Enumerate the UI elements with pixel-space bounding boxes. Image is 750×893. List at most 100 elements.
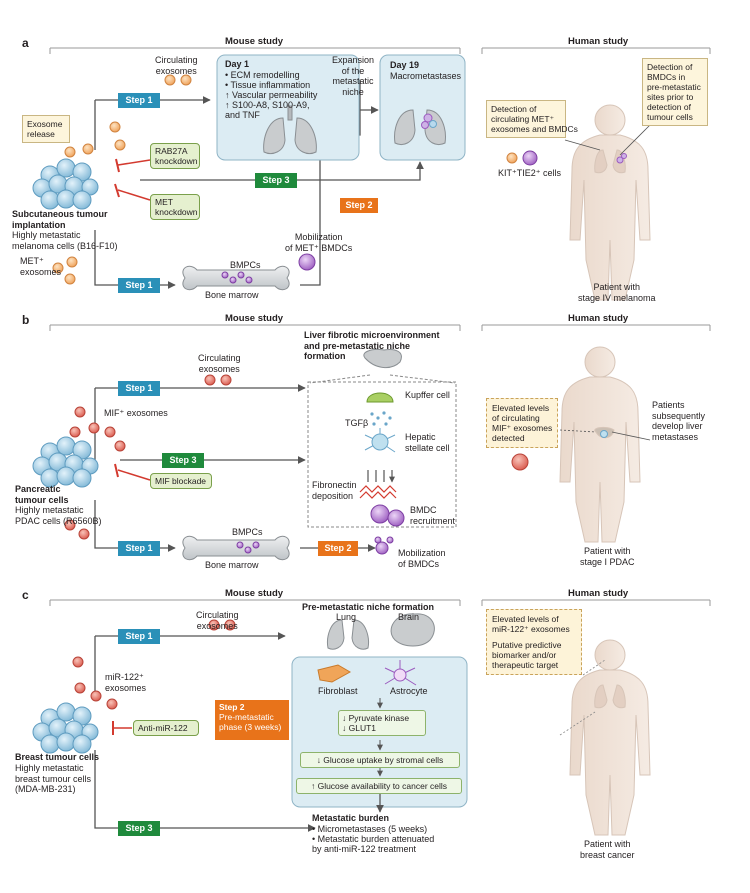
fibronectin-label: Fibronectin deposition [312, 480, 357, 501]
panel-c-step1: Step 1 [118, 629, 160, 644]
bmdc-recruitment-label: BMDC recruitment [410, 505, 456, 526]
human-mif-exosome-icon [511, 453, 529, 471]
bone-marrow-b: Bone marrow [205, 560, 259, 570]
tumour-cluster-icon [32, 158, 99, 210]
circulating-exosomes-c: Circulating exosomes [196, 610, 239, 631]
human-figure-c-icon [569, 639, 651, 836]
tumour-title-a: Subcutaneous tumour implantation [12, 209, 108, 230]
panel-a-graphics [32, 54, 661, 301]
brain-icon [390, 613, 435, 647]
tumour-title-b: Pancreatic tumour cells [15, 484, 69, 505]
panel-b-step2: Step 2 [318, 541, 358, 556]
exosome-icons [52, 74, 192, 285]
panel-a-step3: Step 3 [255, 173, 297, 188]
human-biomarker: Putative predictive biomarker and/or the… [492, 640, 562, 670]
bmdc-recruit-icon [370, 504, 405, 527]
circulating-exosomes-a: Circulating exosomes [155, 55, 198, 76]
day1-item-3: ↑ Vascular permeability [225, 90, 318, 100]
panel-a-step1-bottom: Step 1 [118, 278, 160, 293]
human-exosome-icon [506, 152, 518, 164]
kit-tie2-cells-label: KIT⁺TIE2⁺ cells [498, 168, 562, 178]
fibronectin-icon [359, 485, 397, 499]
breast-tumour-icon [32, 702, 99, 754]
bone-b-icon [182, 535, 290, 561]
panel-b-label: b [22, 313, 30, 327]
panel-c-step2-title: Step 2 [219, 702, 245, 712]
human-figure-b-icon [559, 346, 641, 543]
panel-a-step1-top: Step 1 [118, 93, 160, 108]
glucose-availability-box: ↑ Glucose availability to cancer cells [296, 778, 462, 794]
tumour-desc-c: Highly metastatic breast tumour cells (M… [15, 763, 92, 794]
stellate-cell-icon [364, 428, 396, 453]
glucose-uptake-box: ↓ Glucose uptake by stromal cells [300, 752, 460, 768]
bmdc-icon [298, 253, 316, 271]
burden-item-2: • Metastatic burden attenuated [312, 834, 435, 844]
expansion-niche-label: Expansion of the metastatic niche [332, 55, 375, 97]
mif-exosomes-label: MIF⁺ exosomes [104, 408, 168, 418]
panel-a-human-header: Human study [568, 36, 629, 47]
bone-marrow-a: Bone marrow [205, 290, 259, 300]
day1-item-1: • ECM remodelling [225, 70, 300, 80]
liver-icon [363, 349, 402, 368]
day1-item-4: ↑ S100-A8, S100-A9, [225, 100, 310, 110]
liver-niche-title: Liver fibrotic microenvironment and pre-… [304, 330, 440, 361]
mobilization-a: Mobilization of MET⁺ BMDCs [285, 232, 353, 253]
patient-c: Patient with breast cancer [580, 839, 635, 860]
brain-label: Brain [398, 612, 420, 622]
human-c-box: Elevated levels of miR-122⁺ exosomes Put… [486, 609, 582, 675]
mir122-exosomes-label: miR-122⁺ exosomes [105, 672, 147, 693]
panel-c-step2-sub: Pre-metastatic phase (3 weeks) [219, 712, 282, 732]
mif-exosome-icons [64, 374, 232, 540]
patient-a: Patient with stage IV melanoma [578, 282, 656, 303]
burden-title: Metastatic burden [312, 813, 390, 823]
anti-mir122-box: Anti-miR-122 [133, 720, 199, 736]
kupffer-cell-icon [366, 392, 394, 403]
day1-title: Day 1 [225, 59, 250, 69]
panel-b-mouse-header: Mouse study [225, 313, 284, 324]
bmpcs-b: BMPCs [232, 527, 263, 537]
panel-c-step2-box: Step 2 Pre-metastatic phase (3 weeks) [215, 700, 289, 740]
panel-b-step1-top: Step 1 [118, 381, 160, 396]
panel-a-rules [49, 47, 711, 606]
human-elevated-mir: Elevated levels of miR-122⁺ exosomes [492, 614, 570, 634]
day1-item-2: • Tissue inflammation [225, 80, 311, 90]
panel-b-step1-bottom: Step 1 [118, 541, 160, 556]
human-bmdc-icon [522, 150, 538, 166]
human-detect-right: Detection of BMDCs in pre-metastatic sit… [642, 58, 708, 126]
met-exosomes-label: MET⁺ exosomes [20, 256, 62, 277]
panel-b-graphics [32, 346, 651, 561]
day19-title: Day 19 [390, 60, 420, 70]
panel-c-label: c [22, 588, 29, 602]
lungs-icon [263, 105, 317, 154]
fibroblast-icon [317, 664, 352, 683]
burden-item-1: • Micrometastases (5 weeks) [312, 824, 428, 834]
fibroblast-label: Fibroblast [318, 686, 358, 696]
panel-c-human-header: Human study [568, 588, 629, 599]
panel-b-human-header: Human study [568, 313, 629, 324]
human-detect-left: Detection of circulating MET⁺ exosomes a… [486, 100, 578, 138]
astrocyte-icon [384, 660, 417, 686]
mif-blockade: MIF blockade [150, 473, 212, 489]
human-elevated-mif: Elevated levels of circulating MIF⁺ exos… [486, 398, 558, 448]
panel-a-step2: Step 2 [340, 198, 378, 213]
day1-item-5: and TNF [225, 110, 260, 120]
panel-c-step3: Step 3 [118, 821, 160, 836]
lung-label: Lung [336, 612, 357, 622]
met-knockdown: MET knockdown [150, 194, 200, 220]
kupffer-label: Kupffer cell [405, 390, 450, 400]
c-niche-title: Pre-metastatic niche formation [302, 602, 435, 612]
stellate-label: Hepatic stellate cell [405, 432, 450, 453]
pyruvate-glut1-box: ↓ Pyruvate kinase ↓ GLUT1 [338, 710, 426, 736]
lungs-metastases-icon [394, 109, 446, 145]
patient-b: Patient with stage I PDAC [580, 546, 635, 567]
human-develop-liver: Patients subsequently develop liver meta… [652, 400, 706, 442]
astrocyte-label: Astrocyte [390, 686, 428, 696]
panel-c-mouse-header: Mouse study [225, 588, 284, 599]
rab27a-knockdown: RAB27A knockdown [150, 143, 200, 169]
bmpcs-a: BMPCs [230, 260, 261, 270]
human-figure-a-icon [569, 104, 651, 301]
burden-item-3: by anti-miR-122 treatment [312, 844, 417, 854]
tgfb-label: TGFβ [345, 418, 369, 428]
tumour-desc-a: Highly metastatic melanoma cells (B16-F1… [12, 230, 118, 251]
panel-a-mouse-header: Mouse study [225, 36, 284, 47]
